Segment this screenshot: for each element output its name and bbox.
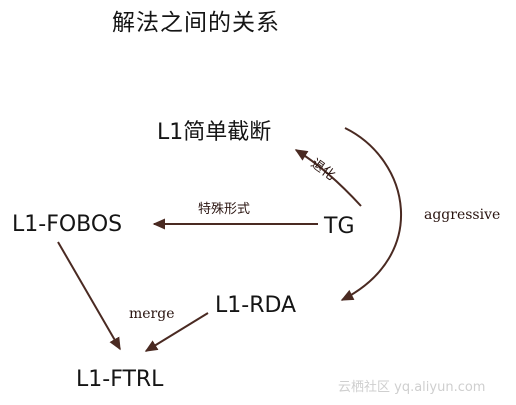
edge-label-merge: merge bbox=[129, 306, 175, 322]
node-l1-fobos: L1-FOBOS bbox=[12, 212, 123, 237]
watermark-text: 云栖社区 yq.aliyun.com bbox=[338, 380, 486, 395]
edge-label-special-form: 特殊形式 bbox=[198, 202, 251, 217]
node-tg: TG bbox=[324, 214, 355, 239]
arrow-tg-to-truncation bbox=[294, 149, 362, 207]
diagram-title: 解法之间的关系 bbox=[112, 10, 280, 36]
node-l1-ftrl: L1-FTRL bbox=[76, 367, 164, 392]
edge-label-aggressive: aggressive bbox=[424, 207, 501, 223]
arrow-fobos-to-ftrl bbox=[57, 241, 121, 351]
node-l1-simple-truncation: L1简单截断 bbox=[157, 120, 272, 145]
arrow-truncation-to-rda bbox=[340, 127, 403, 301]
node-l1-rda: L1-RDA bbox=[215, 293, 297, 318]
arrow-rda-to-ftrl bbox=[144, 312, 209, 352]
